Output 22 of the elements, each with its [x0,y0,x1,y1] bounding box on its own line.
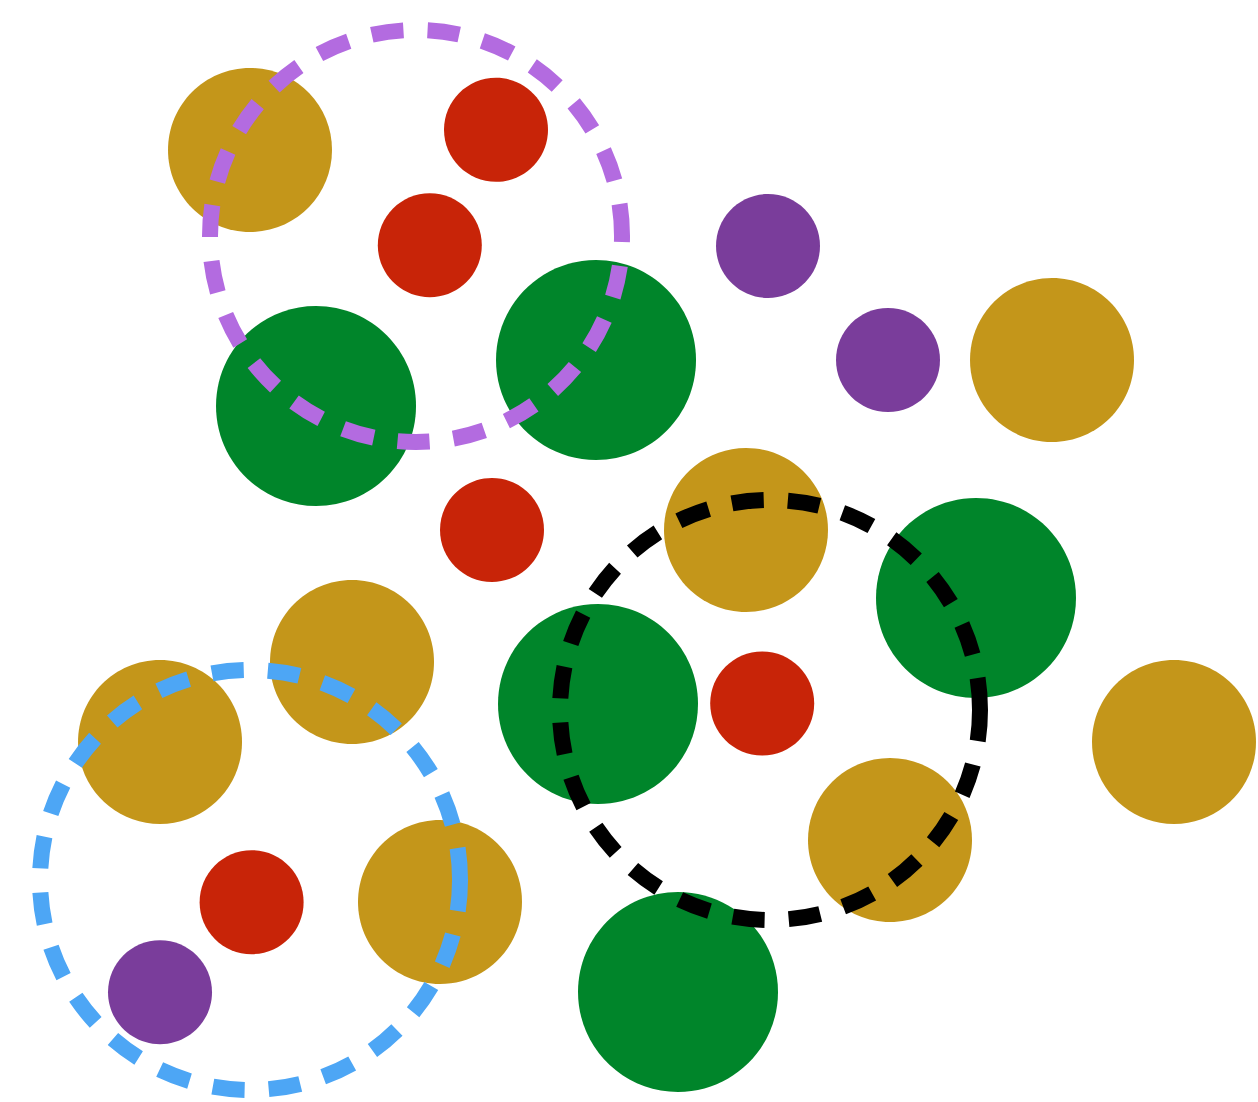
circle [358,819,522,984]
dashed-circle [202,22,630,450]
circle [498,604,698,804]
circle [710,651,815,756]
dashed-circle [552,492,988,928]
circle [199,850,304,955]
circle [876,497,1076,698]
circle [270,579,434,744]
dashed-circle [32,662,468,1098]
circle [496,260,696,460]
circle [578,891,778,1092]
circle [168,68,332,232]
circle [440,478,544,582]
circle [216,306,416,506]
circle [377,193,482,298]
circle [836,308,940,412]
circle [108,940,212,1045]
circle [716,194,820,298]
circle [1092,659,1256,824]
circle [664,447,828,612]
circle [970,278,1134,442]
circle [444,77,548,182]
